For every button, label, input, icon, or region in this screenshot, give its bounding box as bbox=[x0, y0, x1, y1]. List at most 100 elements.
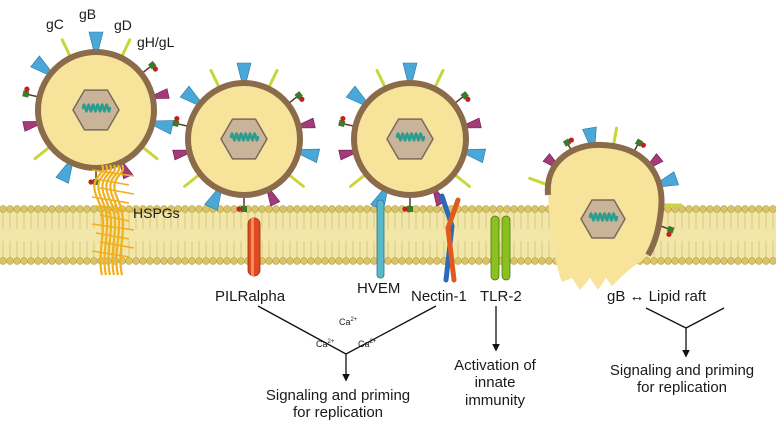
virion-2 bbox=[172, 62, 321, 212]
lipid-head bbox=[755, 205, 763, 213]
lipid-head bbox=[55, 257, 63, 265]
lipid-head bbox=[461, 257, 469, 265]
lipid-head bbox=[657, 257, 665, 265]
lipid-head bbox=[538, 205, 546, 213]
outcome-signaling-right-line2: for replication bbox=[636, 379, 728, 397]
lipid-head bbox=[328, 205, 336, 213]
lipid-head bbox=[237, 257, 245, 265]
lipid-head bbox=[349, 257, 357, 265]
lipid-head bbox=[461, 205, 469, 213]
gH-gL-head bbox=[666, 225, 675, 234]
hspg-branch bbox=[91, 250, 130, 258]
lipid-head bbox=[384, 205, 392, 213]
lipid-head bbox=[349, 205, 357, 213]
outcome-innate-line1: Activation of bbox=[454, 357, 536, 374]
lipid-head bbox=[538, 257, 546, 265]
gD-spike bbox=[33, 144, 53, 161]
lipid-head bbox=[27, 205, 35, 213]
label-gC: gC bbox=[46, 16, 64, 32]
lipid-head bbox=[286, 257, 294, 265]
lipid-head bbox=[678, 205, 686, 213]
gH-gL-dot bbox=[174, 115, 180, 122]
lipid-head bbox=[734, 205, 742, 213]
lipid-head bbox=[272, 257, 280, 265]
outcome-signaling-left-line2: for replication bbox=[292, 404, 384, 422]
lipid-head bbox=[90, 257, 98, 265]
lipid-head bbox=[265, 257, 273, 265]
label-nectin1: Nectin-1 bbox=[411, 288, 467, 305]
label-gD: gD bbox=[114, 17, 132, 33]
tlr2-receptor-a bbox=[490, 215, 500, 281]
outcome-innate-immunity: Activation of innate immunity bbox=[454, 357, 536, 409]
lipid-head bbox=[426, 257, 434, 265]
lipid-head bbox=[545, 257, 553, 265]
lipid-head bbox=[762, 205, 770, 213]
lipid-head bbox=[748, 205, 756, 213]
lipid-head bbox=[671, 257, 679, 265]
lipid-head bbox=[391, 205, 399, 213]
lipid-head bbox=[230, 205, 238, 213]
hspg-branch bbox=[91, 169, 135, 177]
lipid-head bbox=[307, 257, 315, 265]
hvem-receptor bbox=[376, 199, 385, 279]
lipid-head bbox=[279, 257, 287, 265]
gH-gL-head bbox=[407, 206, 413, 212]
gH-gL-dot bbox=[88, 179, 94, 185]
gH-gL-dot bbox=[24, 86, 30, 92]
lipid-head bbox=[48, 257, 56, 265]
lipid-head bbox=[692, 257, 700, 265]
lipid-head bbox=[223, 257, 231, 265]
gH-gL-dot bbox=[299, 96, 305, 102]
lipid-head bbox=[678, 257, 686, 265]
label-lipid-raft: gB ↔ Lipid raft bbox=[607, 288, 707, 305]
lipid-head bbox=[76, 205, 84, 213]
gH-gL-dot bbox=[340, 115, 346, 122]
gD-spike bbox=[183, 172, 202, 188]
outcome-signaling-right: Signaling and priming for replication bbox=[610, 362, 754, 397]
label-calcium-top: Ca2+ bbox=[339, 317, 358, 327]
lipid-head bbox=[412, 257, 420, 265]
lipid-head bbox=[482, 257, 490, 265]
tlr2-receptor-b bbox=[501, 215, 511, 281]
outcome-signaling-left: Signaling and priming for replication bbox=[266, 387, 410, 422]
arrows-layer bbox=[257, 305, 725, 382]
outcome-innate-line2: innate bbox=[474, 374, 516, 392]
pathway-line-raft-left bbox=[645, 307, 687, 329]
outcome-signaling-right-line1: Signaling and priming bbox=[609, 362, 755, 379]
hspg-branch bbox=[99, 214, 130, 222]
lipid-head bbox=[748, 257, 756, 265]
lipid-head bbox=[664, 205, 672, 213]
gH-gL-dot bbox=[568, 137, 574, 143]
hspg-branch bbox=[95, 232, 130, 240]
lipid-head bbox=[419, 205, 427, 213]
lipid-head bbox=[335, 257, 343, 265]
lipid-head bbox=[62, 205, 70, 213]
lipid-head bbox=[188, 257, 196, 265]
nectin1-chain-orange bbox=[445, 197, 461, 283]
lipid-head bbox=[125, 257, 133, 265]
lipid-head bbox=[741, 257, 749, 265]
label-pilralpha: PILRalpha bbox=[215, 288, 286, 305]
lipid-head bbox=[76, 257, 84, 265]
lipid-head bbox=[496, 205, 504, 213]
viral-dna bbox=[588, 212, 619, 222]
hspg-branch bbox=[95, 178, 130, 186]
gH-gL-dot bbox=[465, 96, 471, 102]
gD-spike bbox=[139, 144, 159, 161]
hspg-chain bbox=[93, 164, 105, 276]
lipid-head bbox=[48, 205, 56, 213]
lipid-head bbox=[174, 257, 182, 265]
fused-envelope bbox=[544, 141, 665, 257]
gH-gL-dot bbox=[402, 206, 408, 212]
lipid-head bbox=[685, 205, 693, 213]
gD-spike bbox=[349, 172, 368, 188]
virion-fused bbox=[528, 126, 683, 290]
lipid-head bbox=[412, 205, 420, 213]
gH-gL-dot bbox=[640, 142, 646, 148]
lipid-head bbox=[699, 257, 707, 265]
lipid-head bbox=[468, 257, 476, 265]
lipid-head bbox=[454, 257, 462, 265]
gH-gL-head bbox=[241, 206, 247, 212]
gD-spike bbox=[209, 69, 222, 91]
lipid-head bbox=[391, 257, 399, 265]
